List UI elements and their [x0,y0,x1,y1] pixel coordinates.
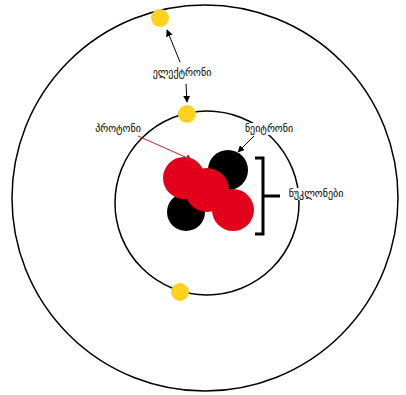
nucleus [163,150,254,231]
outer-shell [12,5,398,391]
part-label: ელექტრონი [151,67,214,79]
electron-dots [151,9,196,301]
leader-lines [167,30,254,152]
part-label: ნეიტრონი [243,123,295,135]
bracket [255,158,280,234]
part-label: პროტონი [93,123,143,135]
proton-leader [138,136,192,160]
part-label: ნუკლონები [287,188,346,200]
inner-shell [115,111,299,295]
